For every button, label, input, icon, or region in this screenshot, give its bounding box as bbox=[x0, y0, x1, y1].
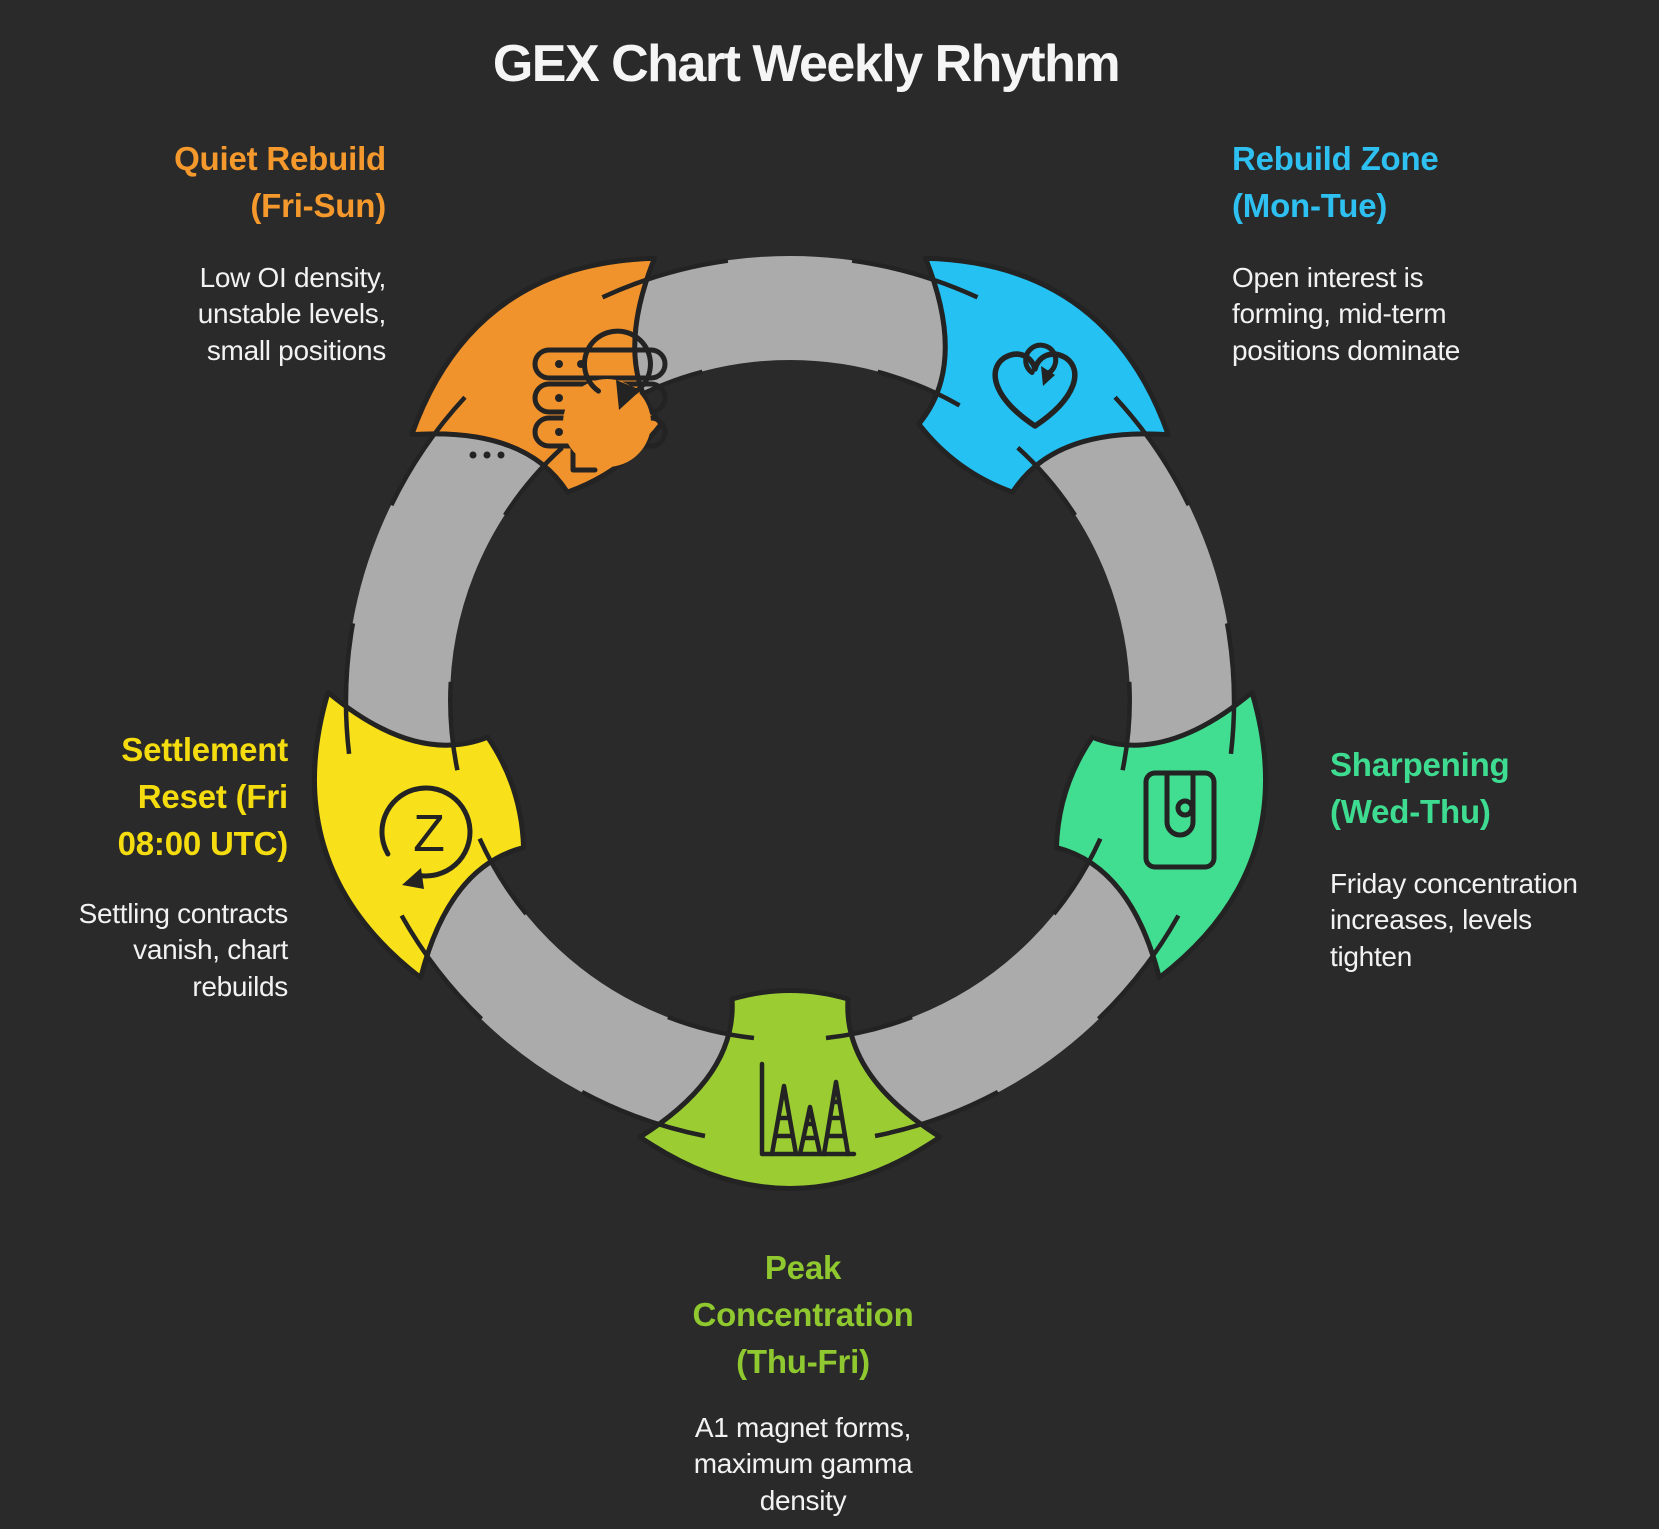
ring-edge-line bbox=[477, 837, 528, 916]
reset-z-icon: Z bbox=[379, 785, 473, 889]
segment-label-quiet-rebuild: Quiet Rebuild (Fri-Sun) bbox=[174, 140, 386, 224]
segment-wedge-sharpening bbox=[1052, 622, 1269, 1021]
ring-edge-line bbox=[389, 395, 467, 507]
segment-label-settlement-reset: Settlement Reset (Fri 08:00 UTC) bbox=[117, 731, 289, 862]
segment-label-peak-concentration: Peak Concentration (Thu-Fri) bbox=[692, 1249, 914, 1380]
ring-edge-line bbox=[667, 1014, 755, 1041]
segment-description-sharpening: Friday concentration increases, levels t… bbox=[1330, 868, 1578, 972]
ring-edge-line bbox=[503, 446, 564, 517]
ring-edge-line bbox=[874, 1090, 1000, 1139]
segment-label-sharpening: Sharpening (Wed-Thu) bbox=[1330, 746, 1510, 830]
ring-edge-line bbox=[1120, 681, 1132, 771]
ring-edge-line bbox=[343, 622, 356, 755]
ring-edge-line bbox=[1224, 622, 1237, 755]
segment-description-settlement-reset: Settling contracts vanish, chart rebuild… bbox=[78, 898, 289, 1002]
ring-edge-line bbox=[851, 258, 979, 300]
pencil-sharpener-icon bbox=[1143, 770, 1217, 870]
segment-description-peak-concentration: A1 magnet forms, maximum gamma density bbox=[693, 1412, 913, 1516]
segment-wedge-settlement-reset bbox=[311, 622, 528, 1021]
ring-edge-line bbox=[448, 681, 460, 771]
icon-backing bbox=[563, 379, 651, 467]
ring-edge-line bbox=[1096, 914, 1181, 1021]
ring-edge-line bbox=[601, 258, 729, 300]
heart-refresh-icon bbox=[992, 342, 1078, 429]
gamma-peaks-icon bbox=[759, 1061, 857, 1157]
page-title: GEX Chart Weekly Rhythm bbox=[492, 35, 1121, 93]
reset-z-letter: Z bbox=[413, 805, 445, 863]
ring-edge-line bbox=[877, 369, 961, 408]
wedge-shape bbox=[1053, 689, 1269, 981]
ring-edge-line bbox=[580, 1090, 706, 1139]
ring-edge-line bbox=[1052, 837, 1103, 916]
ring-edge-line bbox=[1016, 446, 1077, 517]
segment-label-rebuild-zone: Rebuild Zone (Mon-Tue) bbox=[1232, 140, 1439, 224]
segment-description-rebuild-zone: Open interest is forming, mid-term posit… bbox=[1232, 262, 1461, 366]
ring-edge-line bbox=[825, 1014, 913, 1041]
segment-description-quiet-rebuild: Low OI density, unstable levels, small p… bbox=[197, 262, 387, 366]
database-refresh-icon bbox=[469, 328, 668, 473]
ring-edge-line bbox=[399, 914, 484, 1021]
wedge-shape bbox=[637, 988, 943, 1191]
wedge-shape bbox=[311, 689, 527, 981]
segment-wedge-peak-concentration bbox=[580, 988, 1000, 1191]
ring-edge-line bbox=[1113, 395, 1191, 507]
